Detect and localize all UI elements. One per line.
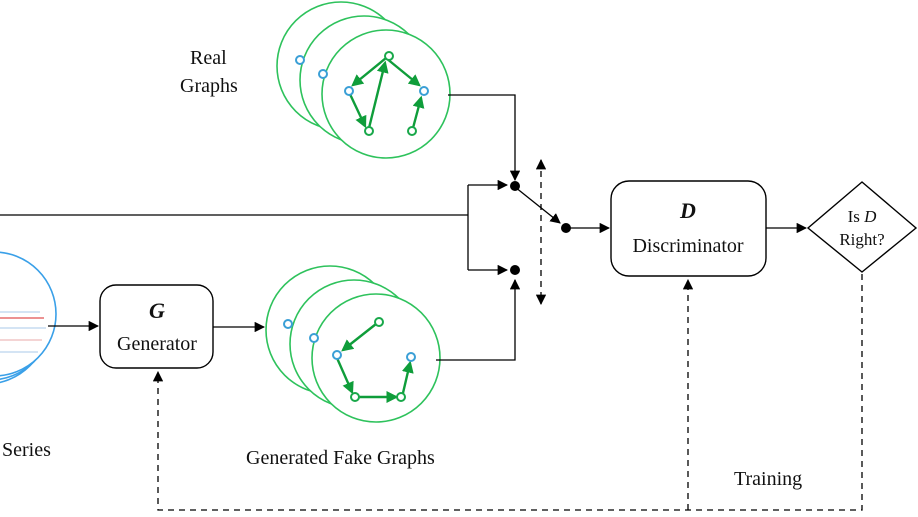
switch-terminals: [510, 181, 571, 275]
decision-line2: Right?: [839, 230, 884, 249]
real-graphs-label-line1: Real: [190, 47, 227, 69]
training-label: Training: [734, 468, 802, 490]
series-label: Series: [2, 439, 51, 461]
dashed-connectors: [152, 158, 863, 511]
decision-diamond: Is D Right?: [806, 181, 918, 273]
generator-letter: G: [149, 298, 165, 323]
generator-label: Generator: [117, 333, 197, 355]
fake-graphs-label: Generated Fake Graphs: [246, 447, 435, 469]
real-graph-edges: [347, 57, 425, 129]
solid-connectors: [0, 94, 808, 361]
discriminator-label: Discriminator: [632, 235, 743, 257]
real-graphs-label-line2: Graphs: [180, 75, 238, 97]
discriminator-block: D Discriminator: [610, 180, 767, 277]
real-graphs-stack: [276, 1, 451, 159]
fake-graphs-stack: [265, 265, 441, 423]
time-series-stack: [0, 251, 57, 384]
decision-line1: Is D: [848, 207, 878, 226]
generator-block: G Generator: [99, 284, 214, 369]
discriminator-letter: D: [679, 198, 696, 223]
fake-graph-edges: [335, 323, 414, 403]
